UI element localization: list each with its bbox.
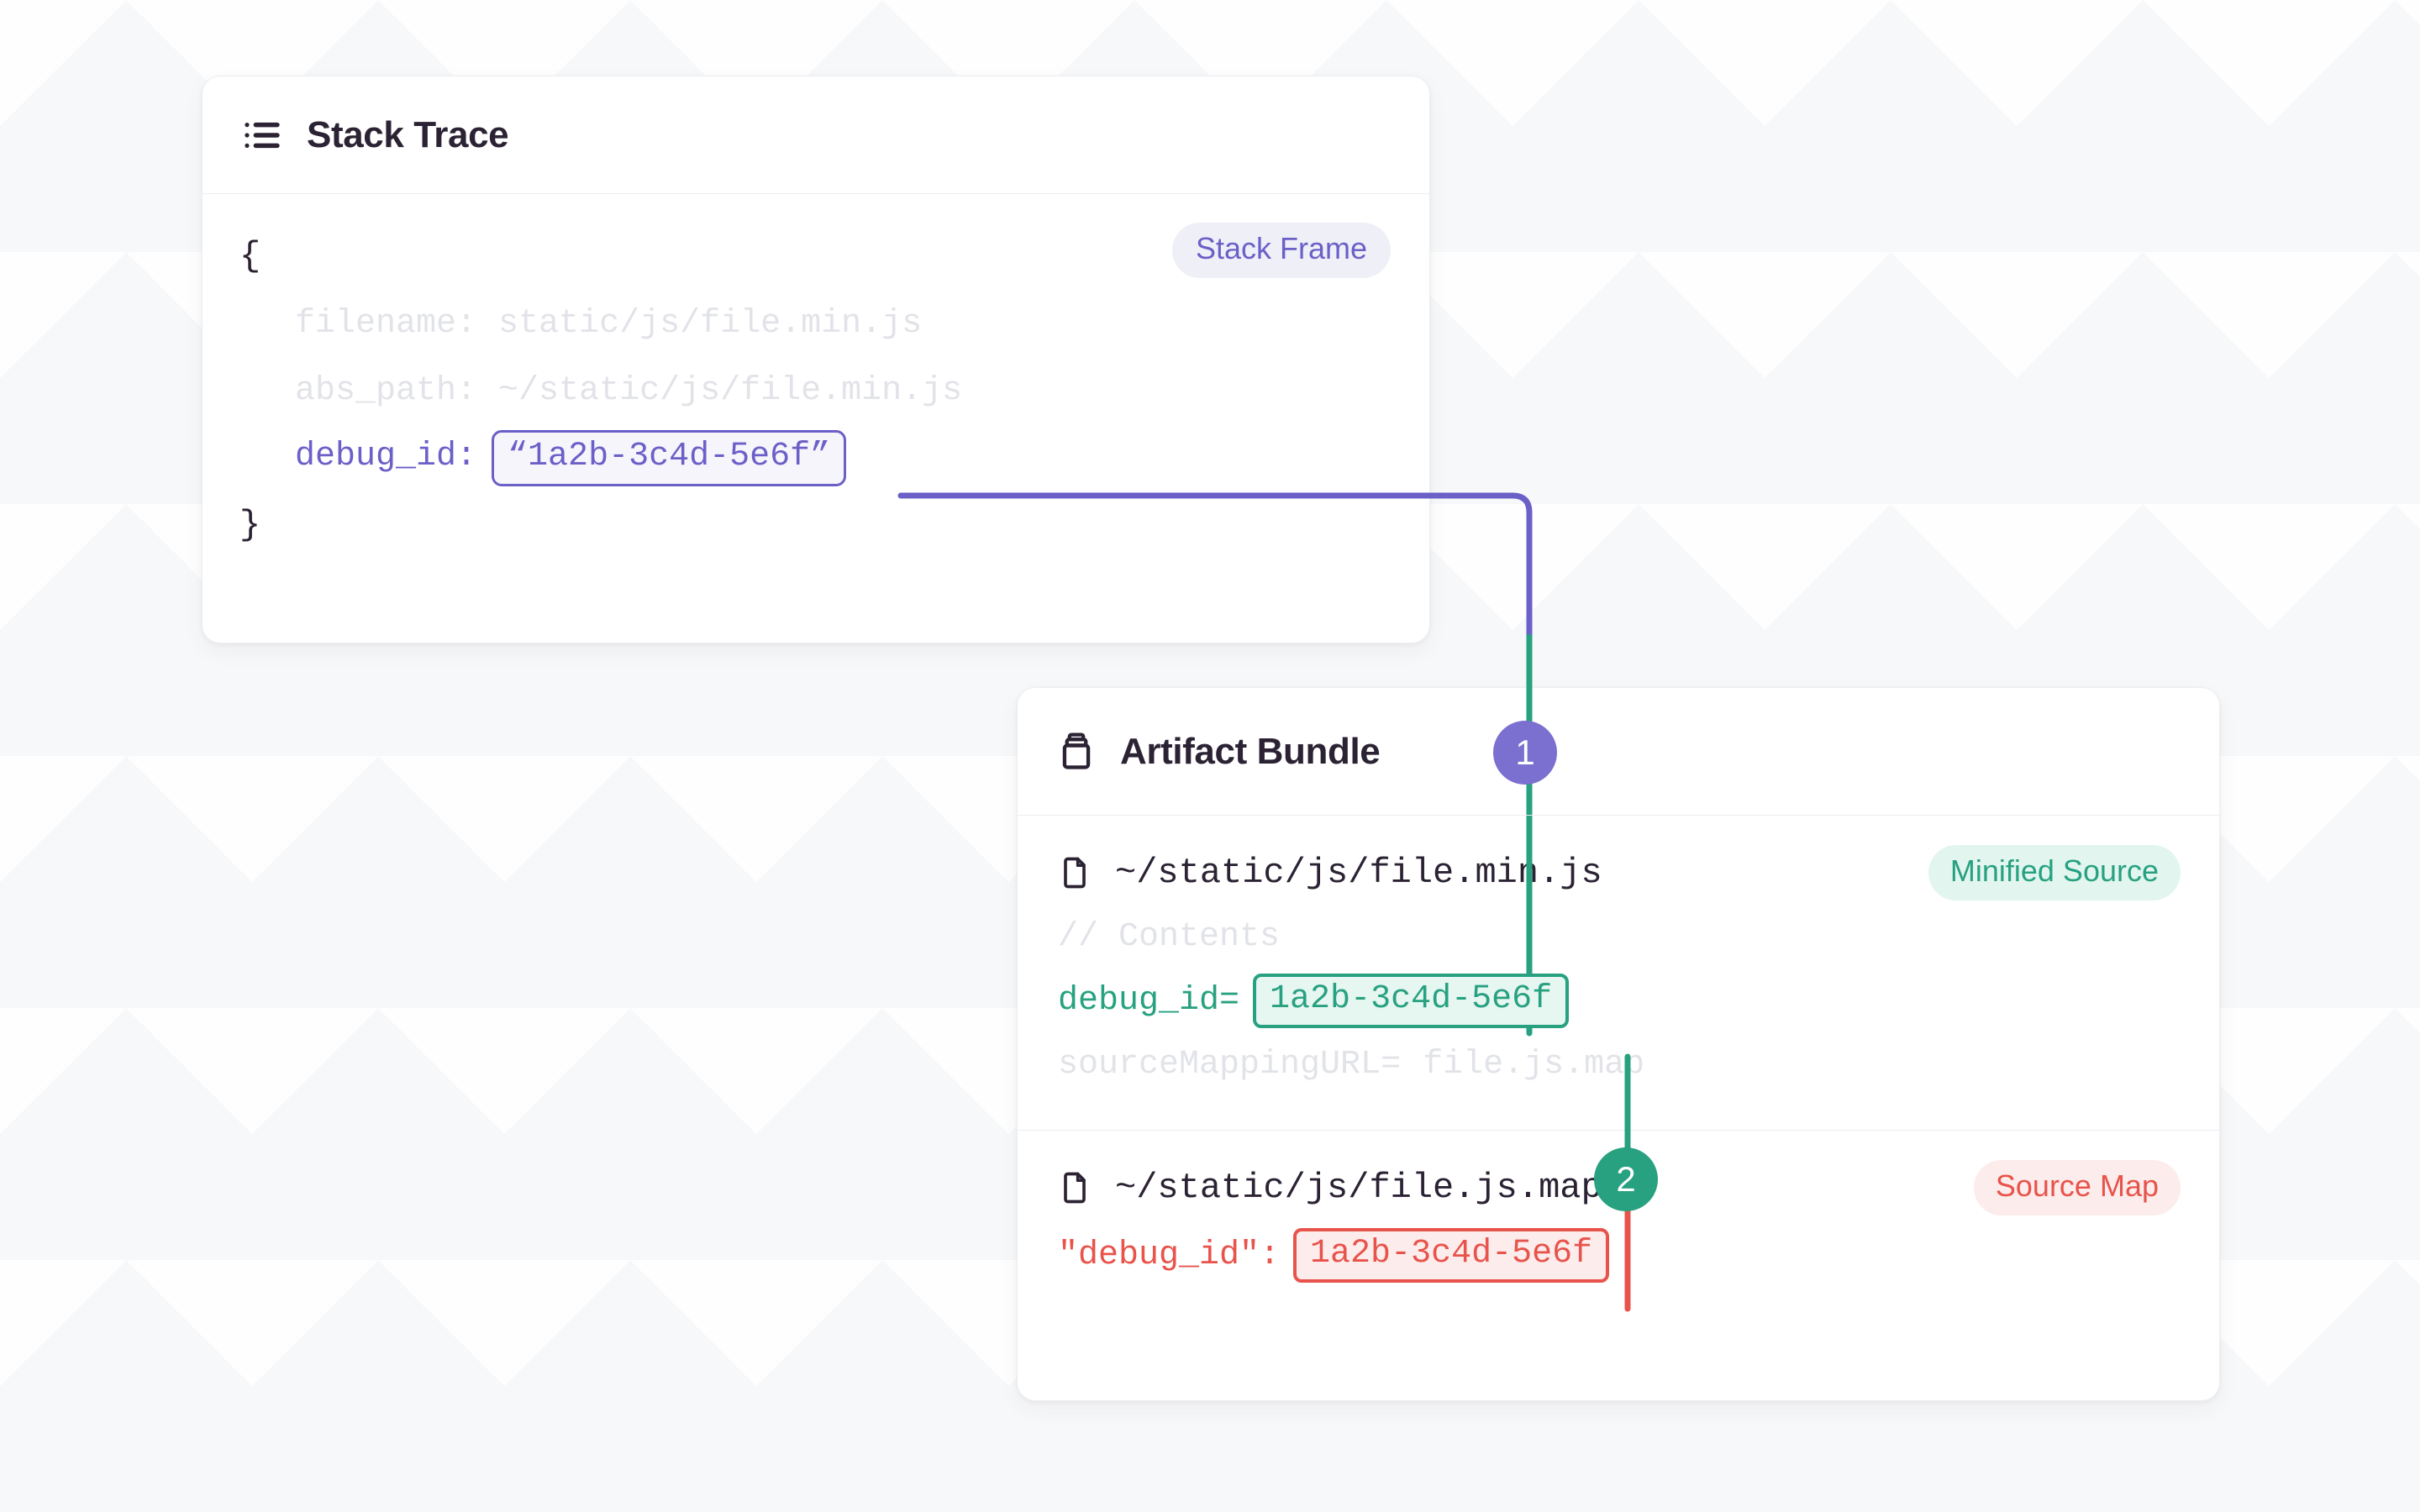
minified-sourcemapping-line: sourceMappingURL= file.js.map xyxy=(1056,1032,2181,1096)
minified-debug-id-value-highlight: 1a2b-3c4d-5e6f xyxy=(1253,973,1570,1028)
minified-sourcemapping-key: sourceMappingURL= xyxy=(1058,1045,1402,1084)
source-map-file-line: ~/static/js/file.js.map Source Map xyxy=(1056,1160,2181,1215)
stack-trace-panel: Stack Trace Stack Frame { filename: stati… xyxy=(202,76,1430,643)
step-badge-2: 2 xyxy=(1594,1147,1658,1211)
code-close-brace: } xyxy=(239,491,1392,559)
debug-id-value-highlight: “1a2b-3c4d-5e6f” xyxy=(492,429,847,486)
stack-frame-badge: Stack Frame xyxy=(1171,223,1391,278)
minified-sourcemapping-value: file.js.map xyxy=(1423,1045,1645,1084)
artifact-row-minified-source: ~/static/js/file.min.js Minified Source … xyxy=(1018,816,2219,1130)
stack-trace-title: Stack Trace xyxy=(307,113,509,155)
source-map-debug-id-key: "debug_id": xyxy=(1058,1236,1281,1274)
package-icon xyxy=(1055,730,1098,774)
minified-debug-id-key: debug_id= xyxy=(1058,981,1240,1020)
file-icon xyxy=(1056,854,1093,891)
artifact-row-source-map: ~/static/js/file.js.map Source Map "debu… xyxy=(1018,1130,2219,1320)
debug-id-kv: debug_id: “1a2b-3c4d-5e6f” xyxy=(295,429,847,486)
code-row-debug-id: debug_id: “1a2b-3c4d-5e6f” xyxy=(239,424,1392,491)
close-brace-text: } xyxy=(239,505,261,545)
minified-source-type-badge: Minified Source xyxy=(1928,845,2181,900)
source-map-type-badge: Source Map xyxy=(1973,1160,2181,1215)
abs-path-kv: abs_path: ~/static/js/file.min.js xyxy=(295,372,962,410)
source-map-debug-id-value-highlight: 1a2b-3c4d-5e6f xyxy=(1293,1227,1610,1283)
artifact-bundle-panel: Artifact Bundle ~/static/js/file.min.js … xyxy=(1017,687,2220,1401)
code-open-brace: { xyxy=(239,223,1392,290)
stack-trace-body: Stack Frame { filename: static/js/file.mi… xyxy=(203,194,1429,559)
abs-path-key: abs_path: xyxy=(295,371,477,410)
minified-debug-id-line: debug_id= 1a2b-3c4d-5e6f xyxy=(1056,969,2181,1032)
file-icon xyxy=(1056,1169,1093,1206)
list-bullet-icon xyxy=(239,113,285,158)
minified-contents-comment: // Contents xyxy=(1056,905,2181,969)
filename-key: filename: xyxy=(295,304,477,343)
artifact-bundle-header: Artifact Bundle xyxy=(1018,688,2219,816)
code-row-abs-path: abs_path: ~/static/js/file.min.js xyxy=(239,357,1392,424)
step-badge-1: 1 xyxy=(1493,721,1557,785)
abs-path-value: ~/static/js/file.min.js xyxy=(498,371,963,410)
debug-id-key: debug_id: xyxy=(295,437,477,475)
code-row-filename: filename: static/js/file.min.js xyxy=(239,290,1392,357)
stack-trace-header: Stack Trace xyxy=(203,76,1429,194)
minified-source-file-line: ~/static/js/file.min.js Minified Source xyxy=(1056,845,2181,900)
source-map-file-name: ~/static/js/file.js.map xyxy=(1115,1168,1602,1208)
filename-kv: filename: static/js/file.min.js xyxy=(295,305,922,343)
artifact-bundle-title: Artifact Bundle xyxy=(1120,730,1381,772)
source-map-debug-id-line: "debug_id": 1a2b-3c4d-5e6f xyxy=(1056,1223,2181,1287)
filename-value: static/js/file.min.js xyxy=(498,304,923,343)
open-brace-text: { xyxy=(239,236,261,276)
minified-contents-comment-text: // Contents xyxy=(1058,917,1281,956)
minified-source-file-name: ~/static/js/file.min.js xyxy=(1115,853,1602,893)
